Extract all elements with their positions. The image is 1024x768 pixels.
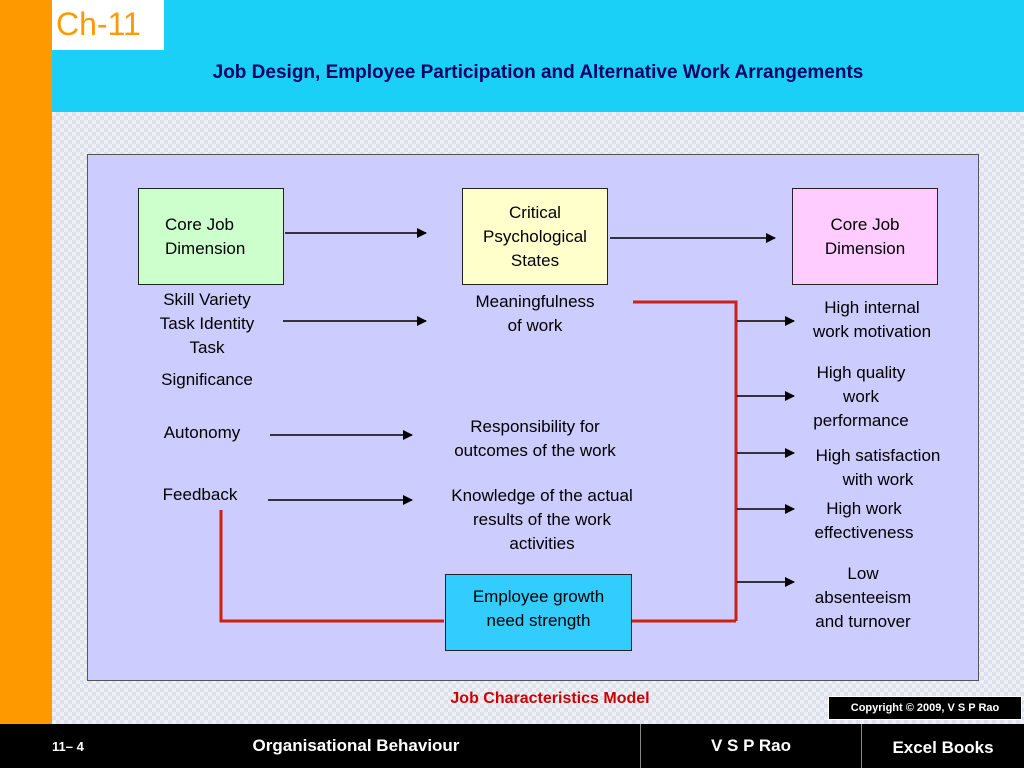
high-internal-motivation-label: High internal work motivation bbox=[812, 298, 932, 341]
course-name: Organisational Behaviour bbox=[252, 736, 460, 755]
footer-divider-1 bbox=[640, 724, 641, 768]
high-effectiveness-label: High work effectiveness bbox=[814, 499, 914, 542]
header-band bbox=[52, 0, 1024, 112]
author-name: V S P Rao bbox=[711, 736, 791, 755]
core-job-dimension-box: Core Job Dimension bbox=[138, 188, 284, 285]
high-satisfaction-label: High satisfaction with work bbox=[815, 446, 941, 489]
left-accent-bar bbox=[0, 0, 52, 724]
red-line-feedback-loop bbox=[219, 510, 444, 623]
employee-growth-need-box: Employee growth need strength bbox=[445, 574, 632, 651]
slide-title: Job Design, Employee Participation and A… bbox=[212, 62, 864, 83]
meaningfulness-label: Meaningfulness of work bbox=[475, 292, 595, 335]
copyright-notice: Copyright © 2009, V S P Rao bbox=[828, 696, 1022, 720]
autonomy-label: Autonomy bbox=[163, 423, 241, 442]
knowledge-label: Knowledge of the actual results of the w… bbox=[451, 486, 633, 553]
feedback-label: Feedback bbox=[162, 485, 238, 504]
footer-divider-2 bbox=[861, 724, 862, 768]
footer-bar: 11– 4 Organisational Behaviour V S P Rao… bbox=[0, 724, 1024, 768]
responsibility-label: Responsibility for outcomes of the work bbox=[454, 417, 616, 460]
high-quality-performance-label: High quality work performance bbox=[813, 363, 909, 430]
chapter-badge bbox=[52, 0, 164, 50]
chapter-label: Ch-11 bbox=[56, 6, 141, 42]
diagram-caption: Job Characteristics Model bbox=[450, 690, 650, 707]
significance-label: Significance bbox=[161, 370, 253, 389]
skill-variety-label: Skill Variety Task Identity Task bbox=[159, 290, 255, 357]
red-line-states-trunk bbox=[633, 300, 738, 589]
publisher-name: Excel Books bbox=[892, 738, 994, 757]
page-number: 11– 4 bbox=[52, 738, 84, 754]
low-absenteeism-label: Low absenteeism and turnover bbox=[814, 564, 912, 631]
core-job-outcome-box: Core Job Dimension bbox=[792, 188, 938, 285]
critical-psychological-states-box: Critical Psychological States bbox=[462, 188, 608, 285]
